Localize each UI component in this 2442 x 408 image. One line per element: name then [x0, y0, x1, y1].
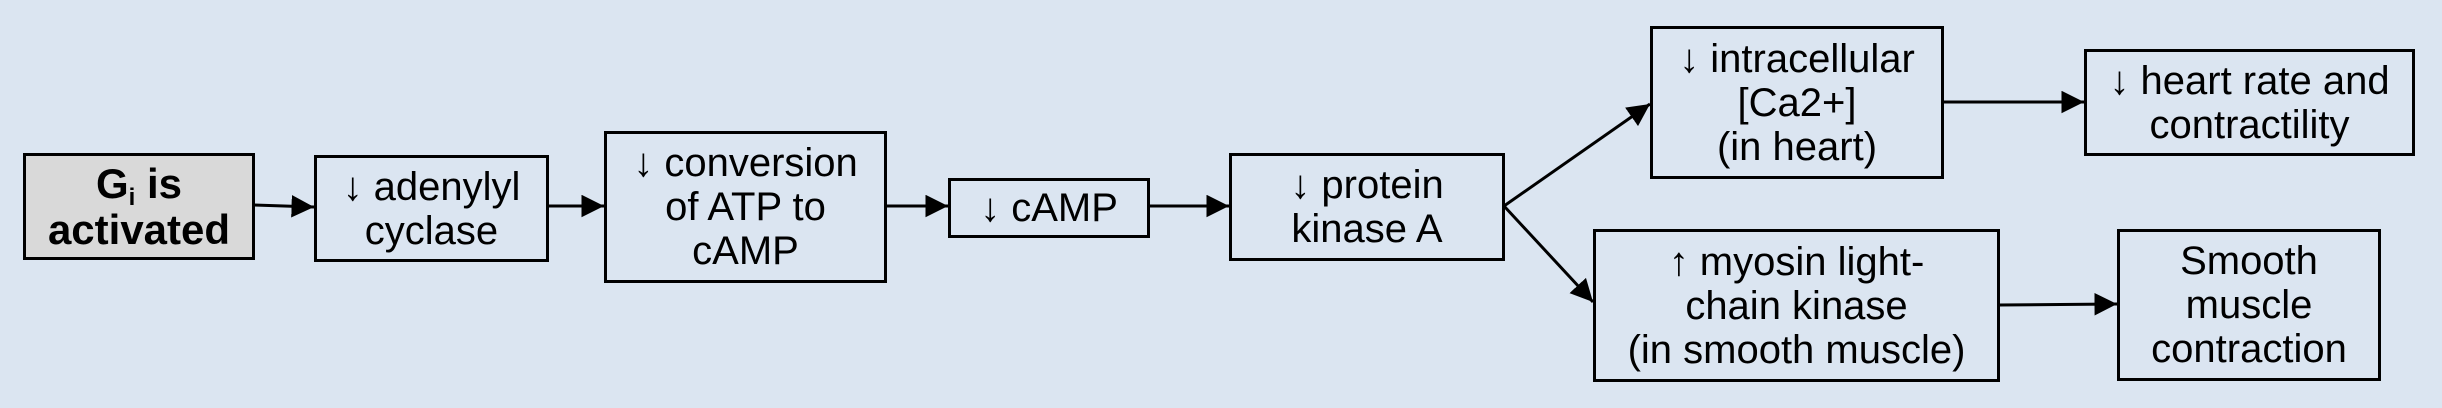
gi-letter: G: [95, 159, 129, 207]
protein-kinase-a-box: ↓ protein kinase A: [1229, 153, 1505, 261]
intracellular-calcium-box: ↓ intracellular [Ca2+] (in heart): [1650, 26, 1944, 179]
adenylyl-cyclase-box: ↓ adenylyl cyclase: [314, 155, 549, 262]
arrow-gi-to-adenylyl-cyclase: [252, 195, 315, 218]
heart-rate-contractility-box: ↓ heart rate and contractility: [2084, 49, 2415, 156]
camp-box: ↓ cAMP: [948, 178, 1150, 238]
gi-subscript: i: [128, 183, 136, 211]
gi-line2: activated: [47, 205, 231, 253]
myosin-light-chain-kinase-box: ↑ myosin light- chain kinase (in smooth …: [1593, 229, 2000, 382]
arrow-protein-kinase-a-to-intracellular-calcium: [1503, 102, 1651, 208]
arrow-protein-kinase-a-to-myosin-light-chain-kinase: [1502, 204, 1595, 304]
atp-conversion-box: ↓ conversion of ATP to cAMP: [604, 131, 887, 283]
gi-activated-label: Gi is activated: [47, 159, 231, 253]
gi-activated-box: Gi is activated: [23, 153, 255, 260]
arrow-myosin-light-chain-kinase-to-smooth-muscle-contraction: [1998, 292, 2118, 316]
smooth-muscle-contraction-box: Smooth muscle contraction: [2117, 229, 2381, 381]
gi-line1-rest: is: [135, 159, 183, 207]
